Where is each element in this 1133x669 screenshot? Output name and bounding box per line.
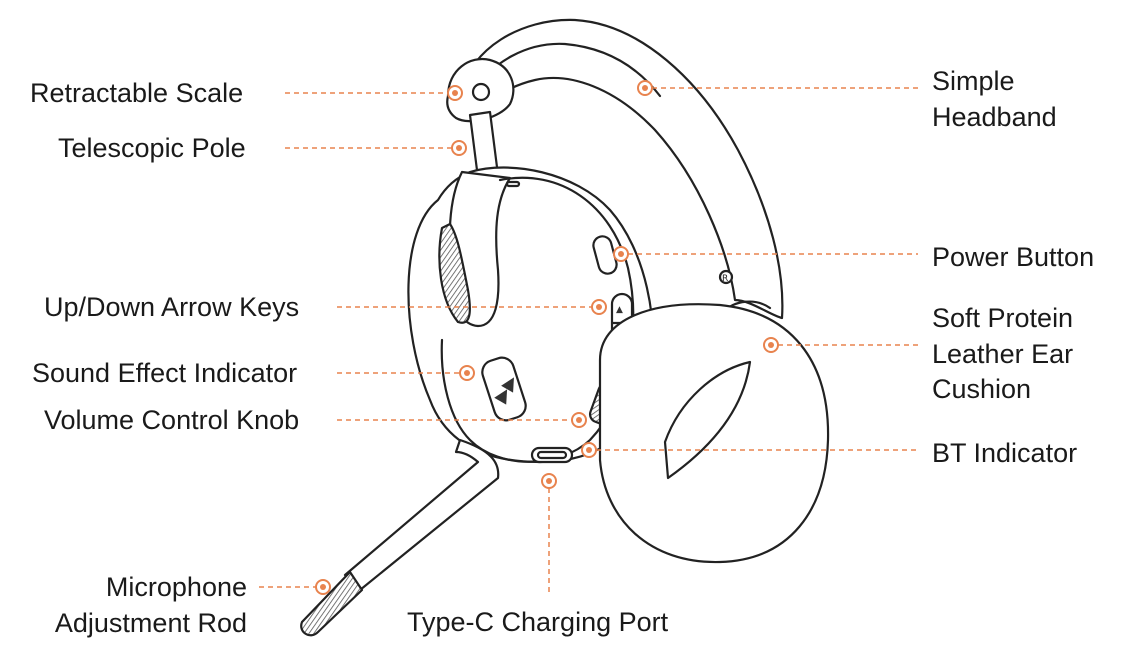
mic-boom <box>345 440 498 590</box>
label-cushion-line-3: Cushion <box>932 372 1073 408</box>
dot-retractable-scale <box>448 86 462 100</box>
label-volume-control-knob: Volume Control Knob <box>44 403 299 438</box>
label-headband-line-2: Headband <box>932 100 1057 136</box>
label-power-button: Power Button <box>932 240 1094 275</box>
dot-telescopic-pole <box>452 141 466 155</box>
label-headband-line-1: Simple <box>932 64 1057 100</box>
label-mic-line-1: Microphone <box>55 570 247 606</box>
mic-tip <box>301 572 362 635</box>
dot-cushion <box>764 338 778 352</box>
dot-mic-rod <box>316 580 330 594</box>
label-cushion-line-1: Soft Protein <box>932 301 1073 337</box>
label-ear-cushion: Soft Protein Leather Ear Cushion <box>932 301 1073 408</box>
dot-headband <box>638 81 652 95</box>
dot-sound-effect <box>460 366 474 380</box>
label-retractable-scale: Retractable Scale <box>30 76 243 111</box>
dot-power <box>614 247 628 261</box>
label-up-down-arrow-keys: Up/Down Arrow Keys <box>44 290 299 325</box>
label-cushion-line-2: Leather Ear <box>932 337 1073 373</box>
svg-text:▲: ▲ <box>616 305 623 315</box>
label-simple-headband: Simple Headband <box>932 64 1057 135</box>
headset-illustration: ▲ ▼ ▶▶ R <box>301 20 828 635</box>
dot-type-c <box>542 474 556 488</box>
label-type-c-charging-port: Type-C Charging Port <box>407 605 668 640</box>
label-sound-effect-indicator: Sound Effect Indicator <box>32 356 297 391</box>
dot-volume-knob <box>572 413 586 427</box>
dot-bt <box>582 443 596 457</box>
label-telescopic-pole: Telescopic Pole <box>58 131 246 166</box>
label-bt-indicator: BT Indicator <box>932 436 1077 471</box>
dot-up-down-keys <box>592 300 606 314</box>
label-microphone-adjustment-rod: Microphone Adjustment Rod <box>55 570 247 641</box>
label-mic-line-2: Adjustment Rod <box>55 606 247 642</box>
svg-text:R: R <box>722 274 728 284</box>
